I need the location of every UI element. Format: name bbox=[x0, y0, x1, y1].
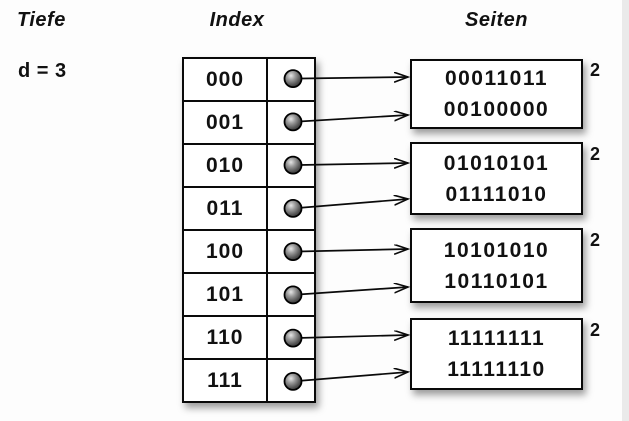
index-row: 011 bbox=[184, 188, 314, 231]
index-row: 101 bbox=[184, 274, 314, 317]
index-cell-label: 010 bbox=[184, 145, 268, 186]
depth-value: d = 3 bbox=[18, 60, 67, 82]
index-row: 100 bbox=[184, 231, 314, 274]
page-box: 10101010 10110101 bbox=[410, 228, 583, 303]
pointer-cell bbox=[268, 59, 314, 100]
index-table: 000 001 010 011 100 101 110 111 bbox=[182, 57, 316, 403]
local-depth-badge: 2 bbox=[590, 144, 601, 164]
page-entry: 01010101 bbox=[443, 151, 550, 175]
page-entry: 00011011 bbox=[444, 67, 549, 90]
index-cell-label: 100 bbox=[184, 231, 268, 272]
local-depth-badge: 2 bbox=[590, 230, 601, 250]
page-entry: 10110101 bbox=[444, 269, 549, 293]
index-cell-label: 001 bbox=[184, 102, 268, 143]
page-box: 01010101 01111010 bbox=[410, 142, 583, 215]
page-box: 00011011 00100000 bbox=[410, 59, 583, 129]
index-row: 010 bbox=[184, 145, 314, 188]
pointer-cell bbox=[268, 102, 314, 143]
index-row: 000 bbox=[184, 59, 314, 102]
page-entry: 11111111 bbox=[447, 327, 546, 350]
page-entry: 10101010 bbox=[443, 238, 550, 262]
pointer-cell bbox=[268, 231, 314, 272]
index-row: 001 bbox=[184, 102, 314, 145]
index-row: 110 bbox=[184, 317, 314, 360]
index-title: Index bbox=[209, 9, 265, 31]
pointer-cell bbox=[268, 317, 314, 358]
page-entry: 00100000 bbox=[443, 98, 550, 121]
pointer-cell bbox=[268, 360, 314, 401]
pointer-cell bbox=[268, 188, 314, 229]
local-depth-badge: 2 bbox=[590, 60, 601, 80]
index-cell-label: 110 bbox=[184, 317, 268, 358]
slide-edge-strip bbox=[622, 0, 629, 421]
page-entry: 11111110 bbox=[447, 358, 546, 381]
index-cell-label: 011 bbox=[184, 188, 268, 229]
index-cell-label: 101 bbox=[184, 274, 268, 315]
index-row: 111 bbox=[184, 360, 314, 401]
pointer-cell bbox=[268, 145, 314, 186]
page-box: 11111111 11111110 bbox=[410, 318, 583, 390]
pointer-cell bbox=[268, 274, 314, 315]
index-cell-label: 000 bbox=[184, 59, 268, 100]
index-cell-label: 111 bbox=[184, 360, 268, 401]
pages-title: Seiten bbox=[464, 9, 529, 31]
page-entry: 01111010 bbox=[445, 182, 548, 206]
depth-title: Tiefe bbox=[17, 9, 66, 31]
local-depth-badge: 2 bbox=[590, 320, 601, 340]
